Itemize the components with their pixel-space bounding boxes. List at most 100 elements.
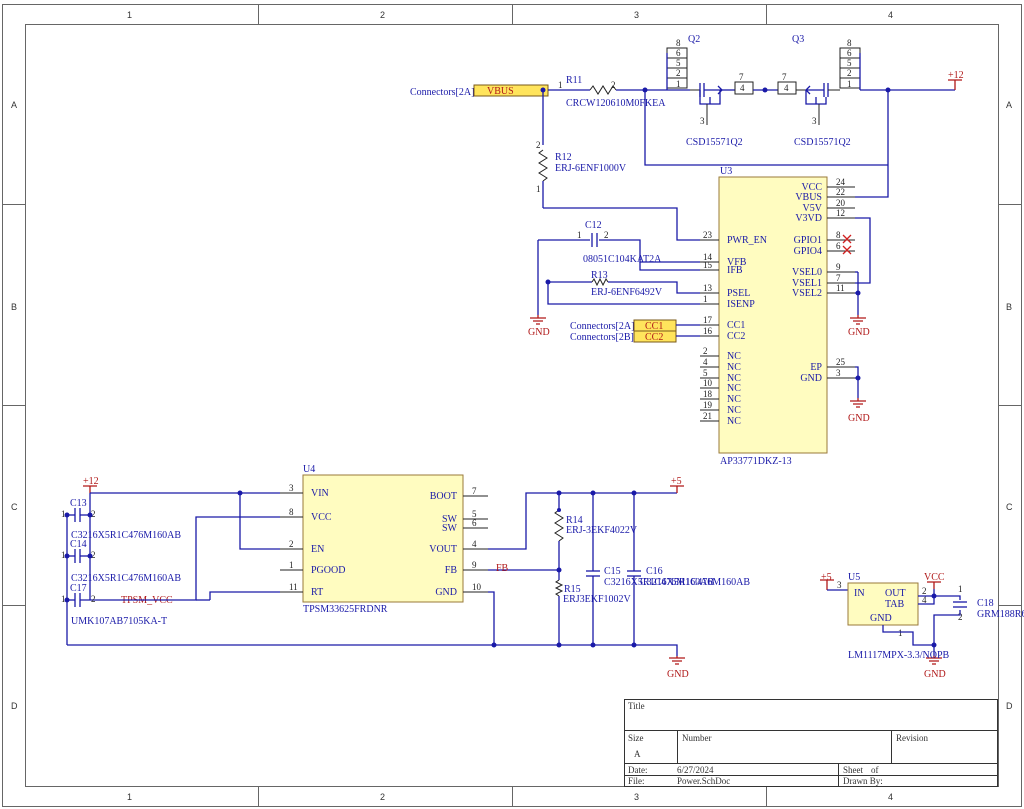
wire-vout <box>488 492 677 550</box>
u5-pin-in: 3 <box>837 580 842 590</box>
wire-u4-gnd <box>488 591 495 645</box>
u3-pin-num-16: 16 <box>703 326 713 336</box>
q2-pin-6: 6 <box>676 48 681 58</box>
junction-q2-q3 <box>762 87 768 93</box>
q3-gate-box <box>777 81 797 95</box>
p12-net-symbol-bottom <box>83 485 97 493</box>
u3-body[interactable] <box>718 176 828 454</box>
u4-pin-num-8: 8 <box>289 507 294 517</box>
wire-ep-gnd <box>855 366 859 398</box>
u3-pin-num-20: 20 <box>836 198 846 208</box>
zone-col-3-bottom: 3 <box>634 792 639 802</box>
q3-mosfet-symbol[interactable] <box>796 83 840 125</box>
gnd-symbol-left <box>530 315 546 325</box>
u5-pin-gnd: 1 <box>898 628 903 638</box>
u5-tab-label: TAB <box>885 599 905 610</box>
c15-capacitor[interactable] <box>586 493 600 645</box>
u3-pin-num-9: 9 <box>836 262 841 272</box>
p5-net-symbol-buck <box>670 485 684 493</box>
zone-dividers <box>2 4 1022 807</box>
u3-pin-num-10: 10 <box>703 378 713 388</box>
u3-pin-name-24: VCC <box>801 182 822 193</box>
p12-net-label-bottom: +12 <box>83 476 99 487</box>
zone-col-1-top: 1 <box>127 10 132 20</box>
title-block <box>624 699 998 787</box>
c18-capacitor[interactable] <box>953 601 967 608</box>
u3-pin-name-3: GND <box>800 373 822 384</box>
q2-drain-pin: 7 <box>739 72 744 82</box>
drawn-by-label: Drawn By: <box>843 776 883 786</box>
p12-net-label-top: +12 <box>948 70 964 81</box>
q2-mosfet-symbol[interactable] <box>690 83 723 125</box>
sheet-label: Sheet <box>843 765 863 775</box>
file-label: File: <box>628 776 645 786</box>
u3-pin-name-21: NC <box>727 416 741 427</box>
wire-r12-to-pwren <box>543 207 700 241</box>
junction-gnd-u4 <box>491 642 497 648</box>
u5-in-label: IN <box>854 588 865 599</box>
u3-pin-name-13: PSEL <box>727 288 750 299</box>
u3-pin-name-14: VFB <box>727 257 747 268</box>
r15-resistor[interactable] <box>554 579 564 597</box>
u3-pin-num-25: 25 <box>836 357 846 367</box>
u5-out-label: OUT <box>885 588 906 599</box>
q2-value: CSD15571Q2 <box>686 137 743 148</box>
number-label: Number <box>682 733 712 743</box>
c15-designator: C15 <box>604 566 621 577</box>
gnd-symbol-u3 <box>850 398 866 408</box>
r13-value: ERJ-6ENF6492V <box>591 287 663 298</box>
cc1-port-label: CC1 <box>645 321 663 332</box>
junction-vsel2 <box>855 290 861 296</box>
zone-row-b-right: B <box>1006 302 1012 312</box>
junction-gnd-c15 <box>590 642 596 648</box>
u3-pin-name-23: PWR_EN <box>727 235 767 246</box>
c12-capacitor[interactable] <box>591 233 598 247</box>
c12-designator: C12 <box>585 220 602 231</box>
u5-body[interactable] <box>847 582 919 626</box>
u4-pin-num-3: 3 <box>289 483 294 493</box>
u3-pin-name-5: NC <box>727 373 741 384</box>
u3-pin-num-19: 19 <box>703 400 713 410</box>
junction-c14-right <box>87 553 93 559</box>
u4-body[interactable] <box>302 474 464 603</box>
q3-pin-6: 6 <box>847 48 852 58</box>
r14-resistor[interactable] <box>554 509 564 542</box>
r11-resistor[interactable] <box>589 85 617 95</box>
u3-pin-name-15: IFB <box>727 265 743 276</box>
r12-value: ERJ-6ENF1000V <box>555 163 627 174</box>
u3-pin-num-15: 15 <box>703 260 713 270</box>
u4-pin-name-4: VOUT <box>429 544 457 555</box>
u3-value: AP33771DKZ-13 <box>720 456 792 467</box>
date-value: 6/27/2024 <box>677 765 714 775</box>
u3-pin-name-6: GPIO4 <box>794 246 822 257</box>
r13-designator: R13 <box>591 270 608 281</box>
u3-pin-num-11: 11 <box>836 283 845 293</box>
r12-resistor[interactable] <box>538 149 548 182</box>
u3-left-pins: PWR_EN23VFB14IFB15PSEL13ISENP1CC117CC216… <box>700 230 767 427</box>
gnd-label-left: GND <box>528 327 550 338</box>
u4-pin-name-10: GND <box>435 587 457 598</box>
u5-pin-tab: 4 <box>922 595 927 605</box>
vbus-port-label: VBUS <box>487 86 514 97</box>
u4-pin-num-1: 1 <box>289 560 294 570</box>
u3-pin-num-17: 17 <box>703 315 713 325</box>
wire-bottom-gnd-bus <box>67 644 678 656</box>
q3-designator: Q3 <box>792 34 804 45</box>
r11-pin2: 2 <box>611 80 616 90</box>
wire-v3vd-vsel <box>855 217 871 284</box>
c14-pin2: 2 <box>91 550 96 560</box>
wire-vcc-to-u3 <box>855 90 889 198</box>
u4-pin-name-6: SW <box>442 523 458 534</box>
zone-row-a-right: A <box>1006 100 1012 110</box>
c16-capacitor[interactable] <box>627 493 641 645</box>
u3-pin-num-12: 12 <box>836 208 845 218</box>
q3-pin-1: 1 <box>847 79 852 89</box>
zone-col-3-top: 3 <box>634 10 639 20</box>
u4-pin-name-11: RT <box>311 587 323 598</box>
revision-label: Revision <box>896 733 929 743</box>
zone-row-c-right: C <box>1006 502 1013 512</box>
u4-pin-name-3: VIN <box>311 488 329 499</box>
r13-resistor[interactable] <box>591 277 609 287</box>
zone-row-b-left: B <box>11 302 17 312</box>
